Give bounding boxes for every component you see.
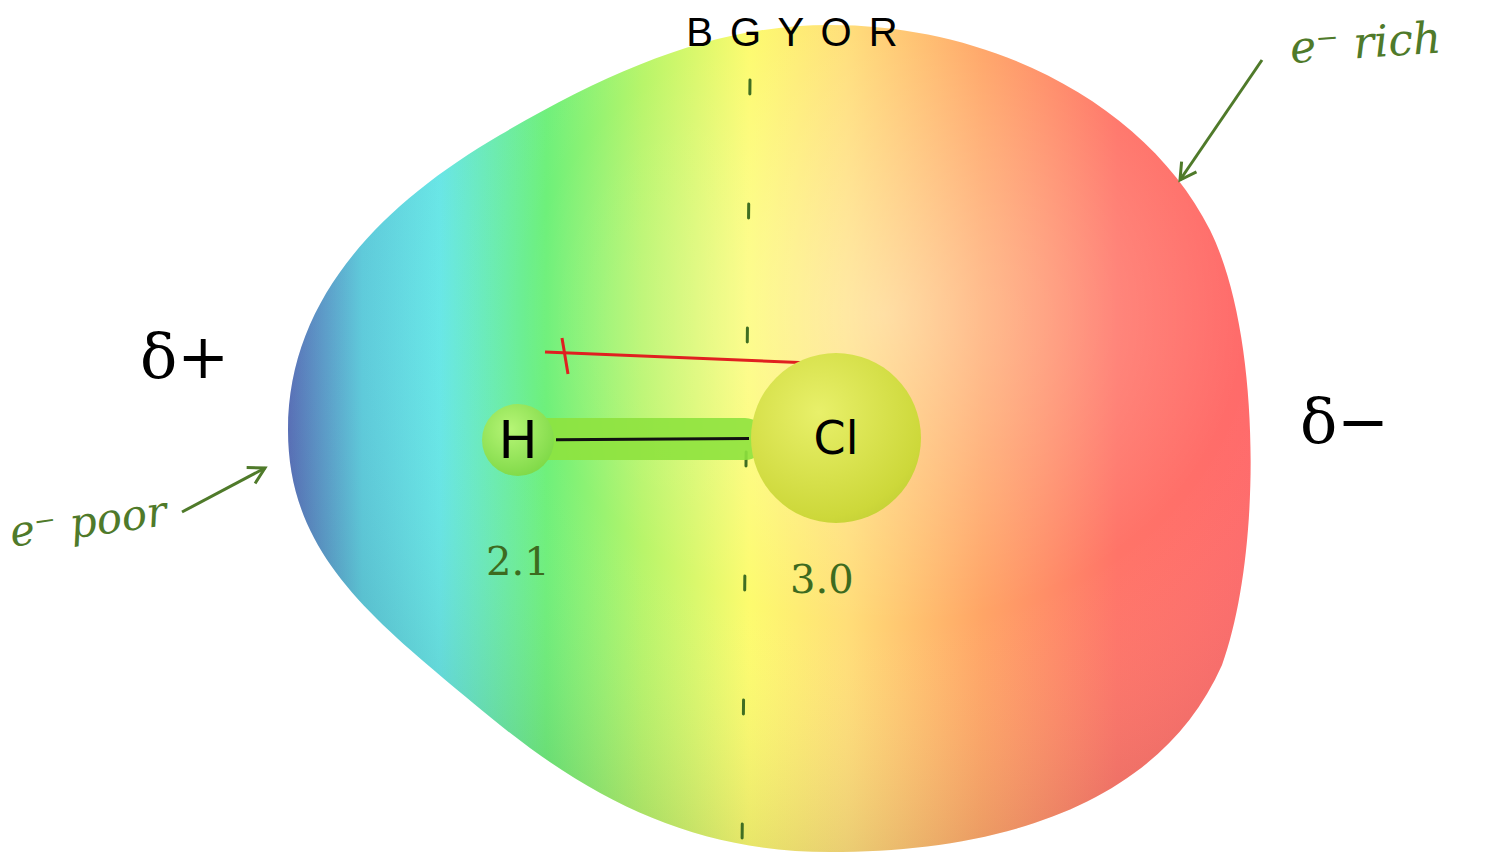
electronegativity-value: 3.0 bbox=[790, 556, 854, 602]
dipole-cross bbox=[562, 338, 568, 374]
electron-rich-note: e⁻ rich bbox=[1288, 12, 1443, 73]
atom-sphere: H bbox=[482, 404, 554, 476]
bond-line bbox=[556, 439, 749, 440]
partial-negative: δ− bbox=[1300, 385, 1389, 458]
bond-line bbox=[556, 439, 749, 440]
partial-positive: δ+ bbox=[140, 320, 229, 393]
cloud-shading bbox=[288, 25, 1251, 852]
atom-symbol: Cl bbox=[814, 415, 859, 461]
atom-sphere: Cl bbox=[751, 353, 921, 523]
electronegativity-value: 2.1 bbox=[486, 538, 550, 584]
leader-arrow bbox=[1180, 60, 1262, 180]
atom-symbol: H bbox=[498, 414, 537, 466]
electron-cloud bbox=[288, 25, 1251, 852]
dipole-arrow bbox=[545, 352, 836, 364]
electron-poor-note: e⁻ poor bbox=[7, 486, 170, 557]
color-key-title: B G Y O R bbox=[686, 10, 897, 55]
center-dashed-line bbox=[742, 80, 750, 850]
leader-arrow bbox=[182, 468, 265, 512]
